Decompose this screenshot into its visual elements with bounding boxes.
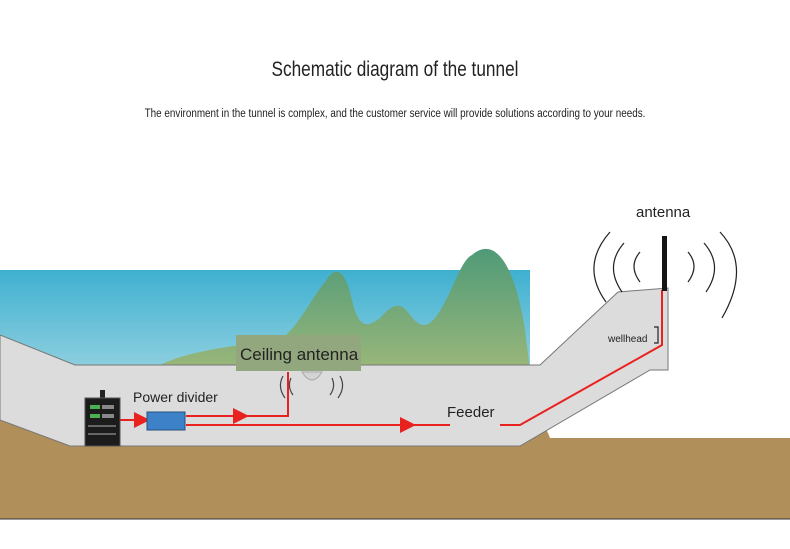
wellhead-label: wellhead — [607, 334, 647, 345]
feeder-lines — [118, 290, 663, 433]
wellhead-bracket — [654, 326, 659, 344]
antenna-mast — [662, 236, 667, 291]
hill — [160, 248, 530, 370]
signal-waves — [593, 231, 738, 319]
ceiling-antenna-device — [279, 371, 344, 399]
power-divider — [146, 411, 186, 431]
feeder-label: Feeder — [447, 404, 495, 421]
ceiling-antenna-label: Ceiling antenna — [240, 345, 359, 364]
antenna-label: antenna — [636, 204, 691, 221]
diagram-subtitle: The environment in the tunnel is complex… — [144, 108, 646, 120]
diagram-title: Schematic diagram of the tunnel — [271, 58, 519, 81]
ground — [0, 420, 790, 519]
ceiling-antenna-label-box — [236, 335, 361, 371]
power-divider-label: Power divider — [133, 389, 218, 405]
repeater-unit — [84, 390, 121, 447]
